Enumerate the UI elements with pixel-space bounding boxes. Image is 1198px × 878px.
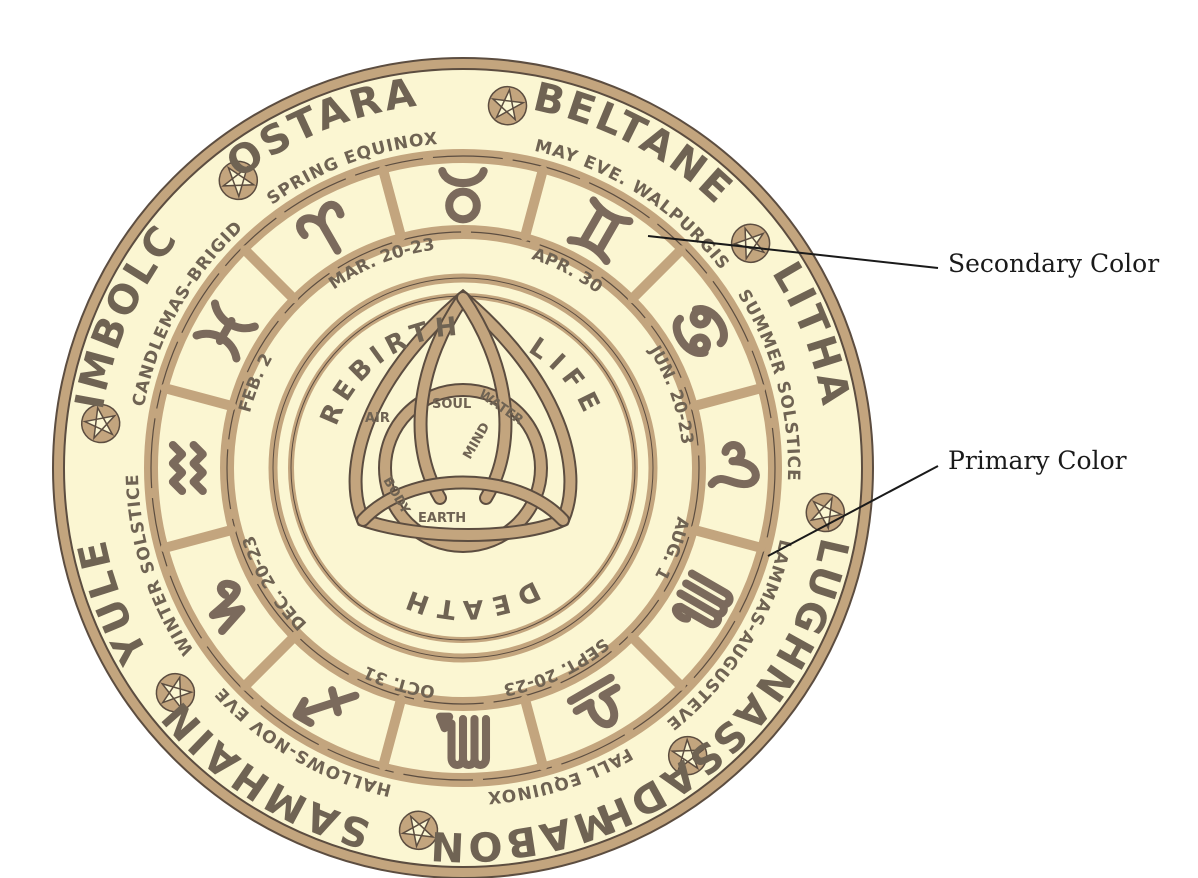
pentacle-icon [398, 810, 439, 851]
capricorn-icon [208, 579, 246, 636]
pentacle-icon [80, 403, 121, 444]
zodiac-divider [240, 632, 299, 691]
zodiac-divider [689, 525, 766, 553]
callout-line-primary [767, 465, 939, 557]
zodiac-divider [240, 245, 299, 304]
zodiac-divider [160, 383, 237, 411]
pisces-icon [192, 299, 259, 363]
zodiac-divider [627, 245, 686, 304]
callout-line-secondary [647, 235, 939, 269]
pentacle-icon [667, 735, 708, 776]
element-label-air: AIR [365, 411, 390, 426]
zodiac-dividers [160, 165, 766, 771]
pentacle-icon [730, 223, 771, 264]
aries-icon [296, 200, 345, 255]
primary-color-label: Primary Color [948, 446, 1127, 475]
zodiac-divider [627, 632, 686, 691]
zodiac-divider [520, 165, 548, 242]
taurus-icon [438, 166, 488, 224]
zodiac-divider [520, 694, 548, 771]
element-label-earth: EARTH [418, 511, 466, 526]
libra-icon [566, 673, 621, 729]
pentacle-icon [487, 85, 528, 126]
leo-icon [707, 441, 760, 489]
element-label-soul: SOUL [432, 397, 471, 412]
pentacle-icon [805, 492, 846, 533]
sagittarius-icon [292, 686, 360, 727]
zodiac-divider [378, 694, 406, 771]
zodiac-symbols [168, 166, 760, 769]
pentacle-stars [80, 85, 846, 851]
virgo-icon [671, 569, 734, 629]
triquetra-knot [348, 288, 578, 553]
secondary-color-label: Secondary Color [948, 249, 1160, 278]
zodiac-divider [378, 165, 406, 242]
cancer-icon [672, 305, 728, 357]
zodiac-divider [689, 383, 766, 411]
gemini-icon [566, 196, 634, 265]
scorpio-icon [435, 712, 491, 769]
zodiac-divider [160, 525, 237, 553]
aquarius-icon [168, 440, 207, 496]
pentacle-icon [218, 160, 259, 201]
pentacle-icon [155, 672, 196, 713]
